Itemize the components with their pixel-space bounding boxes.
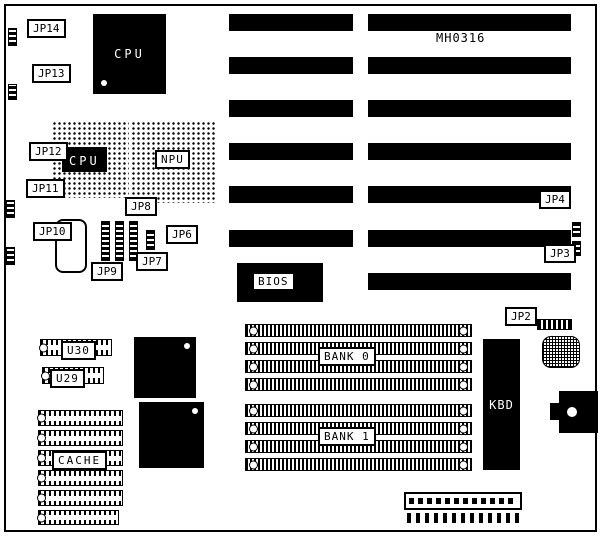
cache-chip-1-notch <box>37 413 46 423</box>
simm-hole <box>459 380 468 389</box>
simm-hole <box>249 344 258 353</box>
cpu-qfp-pin1-dot <box>101 80 107 86</box>
u29-notch <box>41 371 50 380</box>
simm-socket-bank1-1 <box>245 404 472 417</box>
isa-slot-right-7 <box>368 273 571 290</box>
jumper-jp13 <box>8 84 17 100</box>
plcc-lower-pin1-dot <box>192 408 198 414</box>
plcc-chip-upper <box>134 337 196 398</box>
cache-label: CACHE <box>52 451 108 470</box>
cpu-qfp-label: CPU <box>114 47 145 61</box>
isa-slot-right-1 <box>368 14 571 31</box>
cpu-socket-label: CPU <box>69 154 100 168</box>
simm-hole <box>459 362 468 371</box>
power-connector-pins <box>407 513 519 523</box>
oscillator <box>542 336 580 368</box>
npu-socket: NPU <box>131 121 217 203</box>
simm-hole <box>249 362 258 371</box>
simm-hole <box>249 460 258 469</box>
callout-jp3: JP3 <box>544 244 576 263</box>
cache-chip-2-notch <box>37 433 46 443</box>
board-model: MH0316 <box>436 31 486 45</box>
simm-hole <box>459 460 468 469</box>
isa-slot-right-2 <box>368 57 571 74</box>
simm-hole <box>459 326 468 335</box>
callout-jp9: JP9 <box>91 262 123 281</box>
simm-hole <box>249 424 258 433</box>
isa-slot-left-5 <box>229 186 353 203</box>
callout-jp11: JP11 <box>26 179 65 198</box>
jumper-block-2 <box>115 221 124 261</box>
callout-jp8: JP8 <box>125 197 157 216</box>
simm-hole <box>249 380 258 389</box>
jumper-block-3 <box>129 221 138 261</box>
bank0-label: BANK 0 <box>318 347 376 366</box>
cache-chip-2 <box>37 430 123 446</box>
simm-hole <box>459 344 468 353</box>
power-connector <box>404 492 522 510</box>
jumper-jp10 <box>6 247 15 265</box>
keyboard-din-connector <box>559 391 598 433</box>
jumper-jp6 <box>146 230 155 250</box>
din-pin-dot <box>567 407 577 417</box>
cache-chip-6-notch <box>37 513 46 522</box>
callout-jp14: JP14 <box>27 19 66 38</box>
simm-hole <box>249 406 258 415</box>
callout-jp6: JP6 <box>166 225 198 244</box>
jumper-jp11 <box>6 200 15 218</box>
plcc-upper-pin1-dot <box>184 343 190 349</box>
callout-jp2: JP2 <box>505 307 537 326</box>
kbd-label: KBD <box>489 397 514 412</box>
isa-slot-right-4 <box>368 143 571 160</box>
cache-chip-4 <box>37 470 123 486</box>
din-mount-tab <box>550 403 559 420</box>
u29-label: U29 <box>50 369 85 388</box>
callout-jp4: JP4 <box>539 190 571 209</box>
callout-jp12: JP12 <box>29 142 68 161</box>
isa-slot-right-3 <box>368 100 571 117</box>
jumper-jp4 <box>572 222 581 237</box>
plcc-chip-lower <box>139 402 204 468</box>
cache-chip-1 <box>37 410 123 426</box>
cache-chip-4-notch <box>37 473 46 483</box>
isa-slot-right-6 <box>368 230 571 247</box>
callout-jp7: JP7 <box>136 252 168 271</box>
npu-label: NPU <box>155 150 190 169</box>
cache-chip-5 <box>37 490 123 506</box>
kbd-chip: KBD <box>483 339 520 470</box>
u30-label: U30 <box>61 341 96 360</box>
bios-label: BIOS <box>252 272 295 291</box>
isa-slot-left-1 <box>229 14 353 31</box>
simm-socket-bank0-1 <box>245 324 472 337</box>
jumper-block-1 <box>101 221 110 261</box>
bank1-label: BANK 1 <box>318 427 376 446</box>
cache-chip-6 <box>37 510 119 525</box>
callout-jp13: JP13 <box>32 64 71 83</box>
cache-chip-3-notch <box>37 453 46 463</box>
u30-notch <box>39 343 48 352</box>
simm-hole <box>459 442 468 451</box>
simm-hole <box>459 406 468 415</box>
simm-hole <box>249 326 258 335</box>
simm-socket-bank1-4 <box>245 458 472 471</box>
cache-chip-5-notch <box>37 493 46 503</box>
cpu-qfp-chip: CPU <box>93 14 166 94</box>
callout-jp10: JP10 <box>33 222 72 241</box>
cpu-socket-label-box: CPU <box>62 147 107 172</box>
jumper-jp2 <box>537 319 572 330</box>
isa-slot-left-2 <box>229 57 353 74</box>
isa-slot-left-4 <box>229 143 353 160</box>
jumper-jp14 <box>8 28 17 46</box>
simm-hole <box>459 424 468 433</box>
isa-slot-left-6 <box>229 230 353 247</box>
simm-hole <box>249 442 258 451</box>
isa-slot-left-3 <box>229 100 353 117</box>
board-outline <box>4 4 597 532</box>
simm-socket-bank0-4 <box>245 378 472 391</box>
isa-slot-right-5 <box>368 186 571 203</box>
